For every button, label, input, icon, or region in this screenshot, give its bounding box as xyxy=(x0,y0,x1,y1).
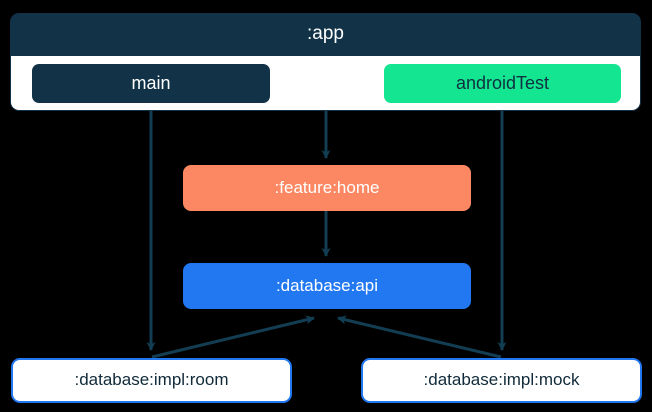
node-database-api[interactable]: :database:api xyxy=(183,263,471,309)
node-feature-home-label: :feature:home xyxy=(274,177,380,197)
node-feature-home[interactable]: :feature:home xyxy=(183,165,471,211)
node-database-impl-mock[interactable]: :database:impl:mock xyxy=(361,358,642,403)
node-database-impl-room[interactable]: :database:impl:room xyxy=(11,358,292,403)
node-android-test-label: androidTest xyxy=(455,72,550,93)
node-database-impl-mock-label: :database:impl:mock xyxy=(423,370,580,390)
edge-mock-to-database-api xyxy=(337,315,502,359)
edge-room-to-database-api xyxy=(151,315,315,359)
node-database-impl-room-label: :database:impl:room xyxy=(74,370,229,390)
node-database-api-label: :database:api xyxy=(275,275,379,295)
cluster-app-label: :app xyxy=(307,23,344,45)
node-main[interactable]: main xyxy=(32,64,270,103)
node-android-test[interactable]: androidTest xyxy=(384,64,621,103)
node-main-label: main xyxy=(131,72,171,93)
